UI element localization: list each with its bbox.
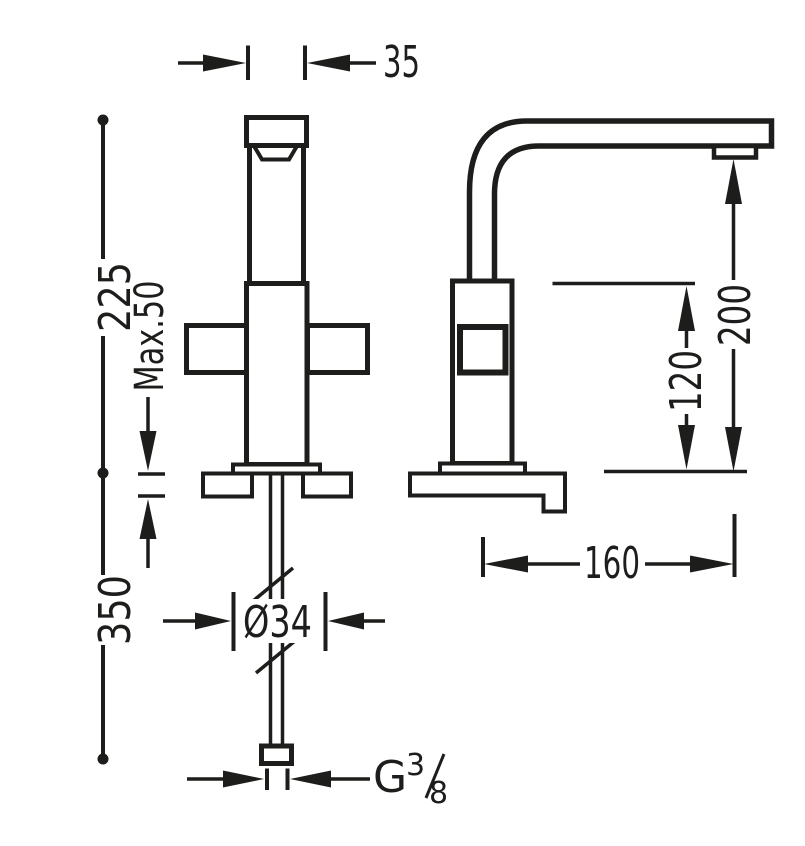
thread-label-denominator: 8: [429, 776, 448, 811]
hose-break-mark-lower: [254, 638, 298, 675]
thread-label-numerator: 3: [406, 748, 425, 783]
spout-head-outline: [244, 115, 309, 148]
countertop-profile: [408, 471, 567, 514]
dim-spout-width: 35: [178, 37, 420, 88]
arrowhead-right-icon: [690, 555, 734, 573]
side-view: [408, 118, 775, 514]
fraction-slash: [424, 753, 446, 799]
arrowhead-right-icon: [203, 54, 246, 72]
label-background: [241, 599, 313, 643]
dim-label-outlet-height: 200: [710, 284, 761, 346]
arrowhead-right-icon: [195, 612, 231, 630]
handle-wing-left: [184, 323, 249, 375]
dim-label-spout-reach: 160: [584, 538, 640, 589]
hose-break-mark-upper: [251, 566, 295, 603]
spout-profile: [466, 118, 775, 281]
dim-spout-reach: 160: [481, 514, 737, 589]
faucet-body-front: [244, 281, 310, 467]
dim-label-base-diameter: Ø34: [243, 597, 312, 648]
dim-label-max-deck-thickness: Max.50: [127, 281, 173, 392]
base-flange-front: [231, 462, 322, 476]
arrowhead-down-icon: [678, 425, 695, 470]
dim-height-chain: 225 350: [90, 114, 141, 765]
spout-aerator-front: [252, 144, 299, 162]
arrowhead-right-icon: [223, 770, 264, 788]
countertop-section-left: [201, 471, 254, 499]
spout-outlet-aerator: [711, 143, 759, 160]
arrowhead-left-icon: [307, 54, 350, 72]
dim-spout-underside-height: 120: [552, 281, 712, 470]
handle-wing-right: [305, 323, 370, 375]
dim-dot-bottom: [97, 753, 109, 765]
countertop-section-right: [301, 471, 353, 499]
handle-face-window: [457, 324, 509, 376]
dim-label-hose-length: 350: [90, 575, 141, 645]
thread-connector-nut: [259, 743, 294, 766]
arrowhead-up-icon: [678, 286, 695, 331]
arrowhead-up-icon: [725, 159, 742, 204]
thread-label-prefix: G: [373, 752, 407, 803]
dim-base-diameter: Ø34: [163, 592, 385, 651]
dim-max-deck-thickness: Max.50: [127, 281, 173, 568]
base-flange-side: [438, 461, 527, 476]
arrowhead-up-icon: [139, 499, 157, 539]
dim-label-spout-underside-height: 120: [661, 350, 712, 412]
dim-label-height-above-deck: 225: [90, 262, 141, 332]
arrowhead-left-icon: [290, 770, 331, 788]
arrowhead-down-icon: [139, 431, 157, 471]
front-view: [184, 115, 370, 766]
arrowhead-left-icon: [484, 555, 528, 573]
arrowhead-down-icon: [725, 427, 742, 472]
dim-label-spout-width: 35: [383, 37, 420, 88]
dim-outlet-height: 200: [604, 159, 761, 474]
arrowhead-left-icon: [328, 612, 364, 630]
dim-thread-size: G 3 8: [187, 748, 448, 811]
